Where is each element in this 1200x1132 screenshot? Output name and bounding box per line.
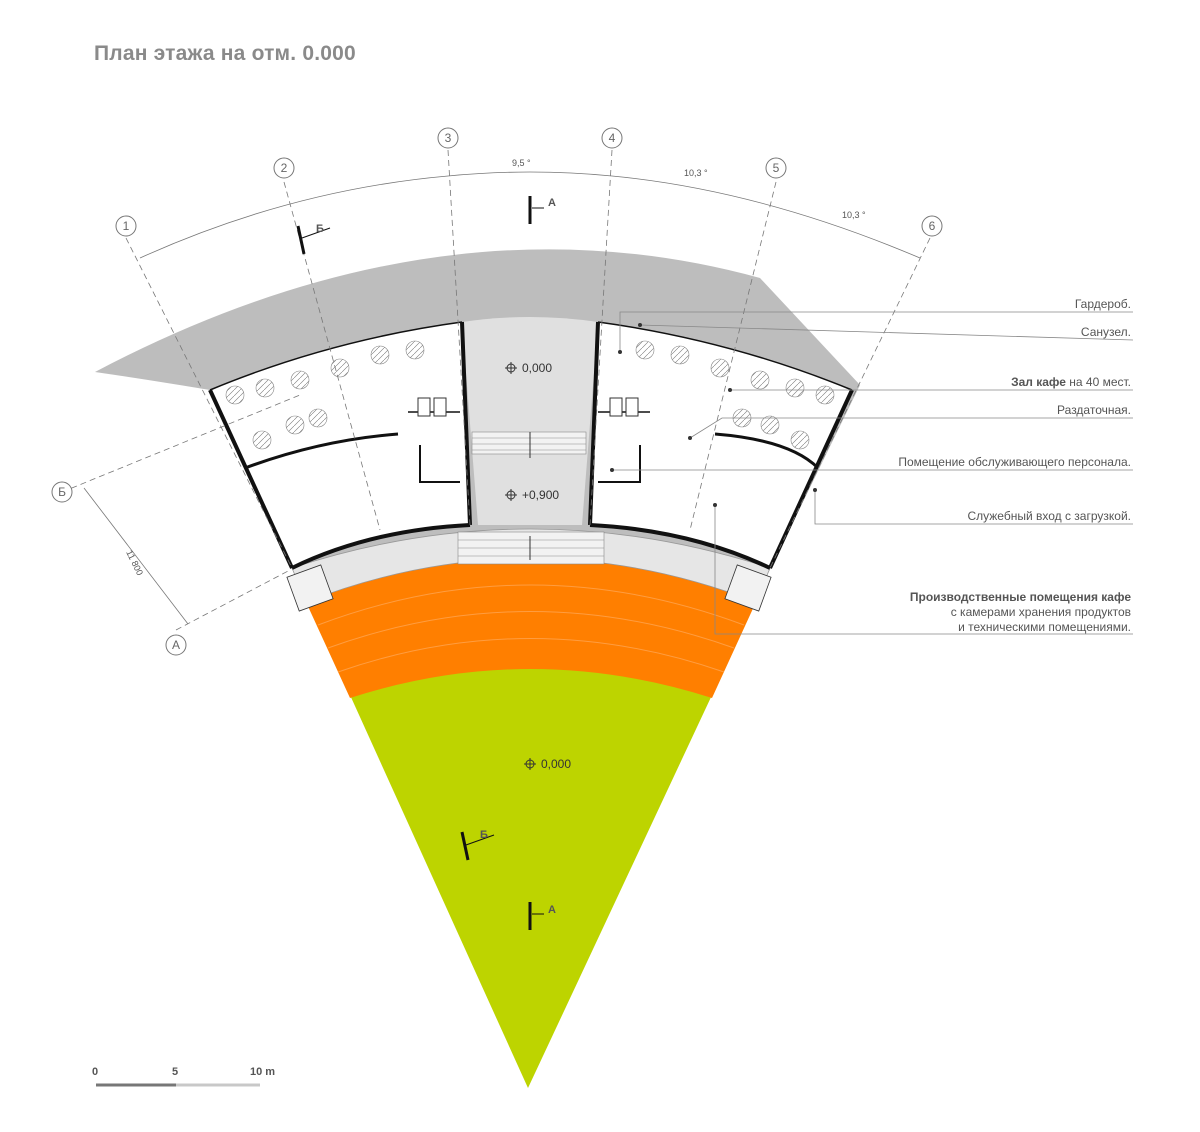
radial-dimension-text: 11 800	[124, 548, 145, 577]
right-building-walls	[588, 321, 854, 570]
page-title: План этажа на отм. 0.000	[94, 42, 356, 65]
radial-dimension-line	[83, 487, 189, 625]
svg-text:5: 5	[773, 161, 780, 175]
left-building-walls	[208, 321, 472, 570]
amphitheatre-steps	[306, 558, 756, 698]
axis-bubble-2: 2	[273, 157, 295, 179]
scale-label-10: 10 m	[250, 1066, 275, 1078]
section-marker-a-bottom: А	[528, 902, 556, 930]
right-building-floor	[590, 322, 852, 568]
axis-bubble-1: 1	[115, 215, 137, 237]
central-passage	[462, 317, 598, 525]
dimension-arc	[139, 171, 921, 259]
section-marker-a-top: А	[528, 196, 556, 224]
scale-label-0: 0	[92, 1066, 98, 1078]
legend-item-cafe-hall: Зал кафе на 40 мест.	[1011, 375, 1131, 389]
angle-label-3-4: 9,5 °	[512, 158, 531, 168]
svg-text:3: 3	[445, 131, 452, 145]
svg-text:2: 2	[281, 161, 288, 175]
svg-text:А: А	[548, 904, 556, 916]
axis-bubble-5: 5	[765, 157, 787, 179]
svg-text:Б: Б	[58, 485, 66, 499]
angle-label-4-5: 10,3 °	[684, 168, 708, 178]
level-marker-plaza: 0,000	[524, 757, 571, 771]
svg-text:А: А	[548, 197, 556, 209]
svg-text:4: 4	[609, 131, 616, 145]
section-marker-b-top: Б	[296, 223, 331, 255]
axis-bubble-b: Б	[51, 481, 73, 503]
axis-bubble-4: 4	[601, 127, 623, 149]
scale-bar: 0 5 10 m	[92, 1066, 275, 1087]
svg-text:Б: Б	[316, 223, 324, 235]
svg-text:6: 6	[929, 219, 936, 233]
svg-text:1: 1	[123, 219, 130, 233]
left-building-floor	[210, 322, 470, 568]
legend-item-production-line3: и техническими помещениями.	[958, 620, 1131, 634]
axis-bubble-3: 3	[437, 127, 459, 149]
legend-item-service-entrance: Служебный вход с загрузкой.	[967, 509, 1131, 523]
axis-bubble-6: 6	[921, 215, 943, 237]
level-marker-lower: +0,900	[505, 488, 559, 502]
legend-item-staff-room: Помещение обслуживающего персонала.	[898, 455, 1131, 469]
section-marker-b-bottom: Б	[460, 829, 495, 861]
axis-bubble-a: А	[165, 634, 187, 656]
legend-dots	[610, 323, 817, 507]
legend-item-serving: Раздаточная.	[1057, 403, 1131, 417]
corner-stairs	[286, 564, 772, 612]
legend-item-wc: Санузел.	[1081, 325, 1131, 339]
svg-text:0,000: 0,000	[541, 757, 571, 771]
legend-item-wardrobe: Гардероб.	[1075, 297, 1131, 311]
legend-leaders	[612, 311, 1134, 635]
wc-fixtures	[417, 397, 639, 417]
cafe-furniture	[225, 340, 835, 450]
step-lines	[317, 584, 745, 673]
svg-text:Б: Б	[480, 829, 488, 841]
svg-text:0,000: 0,000	[522, 361, 552, 375]
svg-text:+0,900: +0,900	[522, 488, 559, 502]
plaza-lawn	[350, 667, 712, 1088]
scale-label-5: 5	[172, 1066, 178, 1078]
legend-item-production-title: Производственные помещения кафе	[910, 590, 1131, 604]
level-marker-upper: 0,000	[505, 361, 552, 375]
legend-item-production-line2: с камерами хранения продуктов	[951, 605, 1131, 619]
svg-text:А: А	[172, 638, 180, 652]
angle-label-5-6: 10,3 °	[842, 210, 866, 220]
